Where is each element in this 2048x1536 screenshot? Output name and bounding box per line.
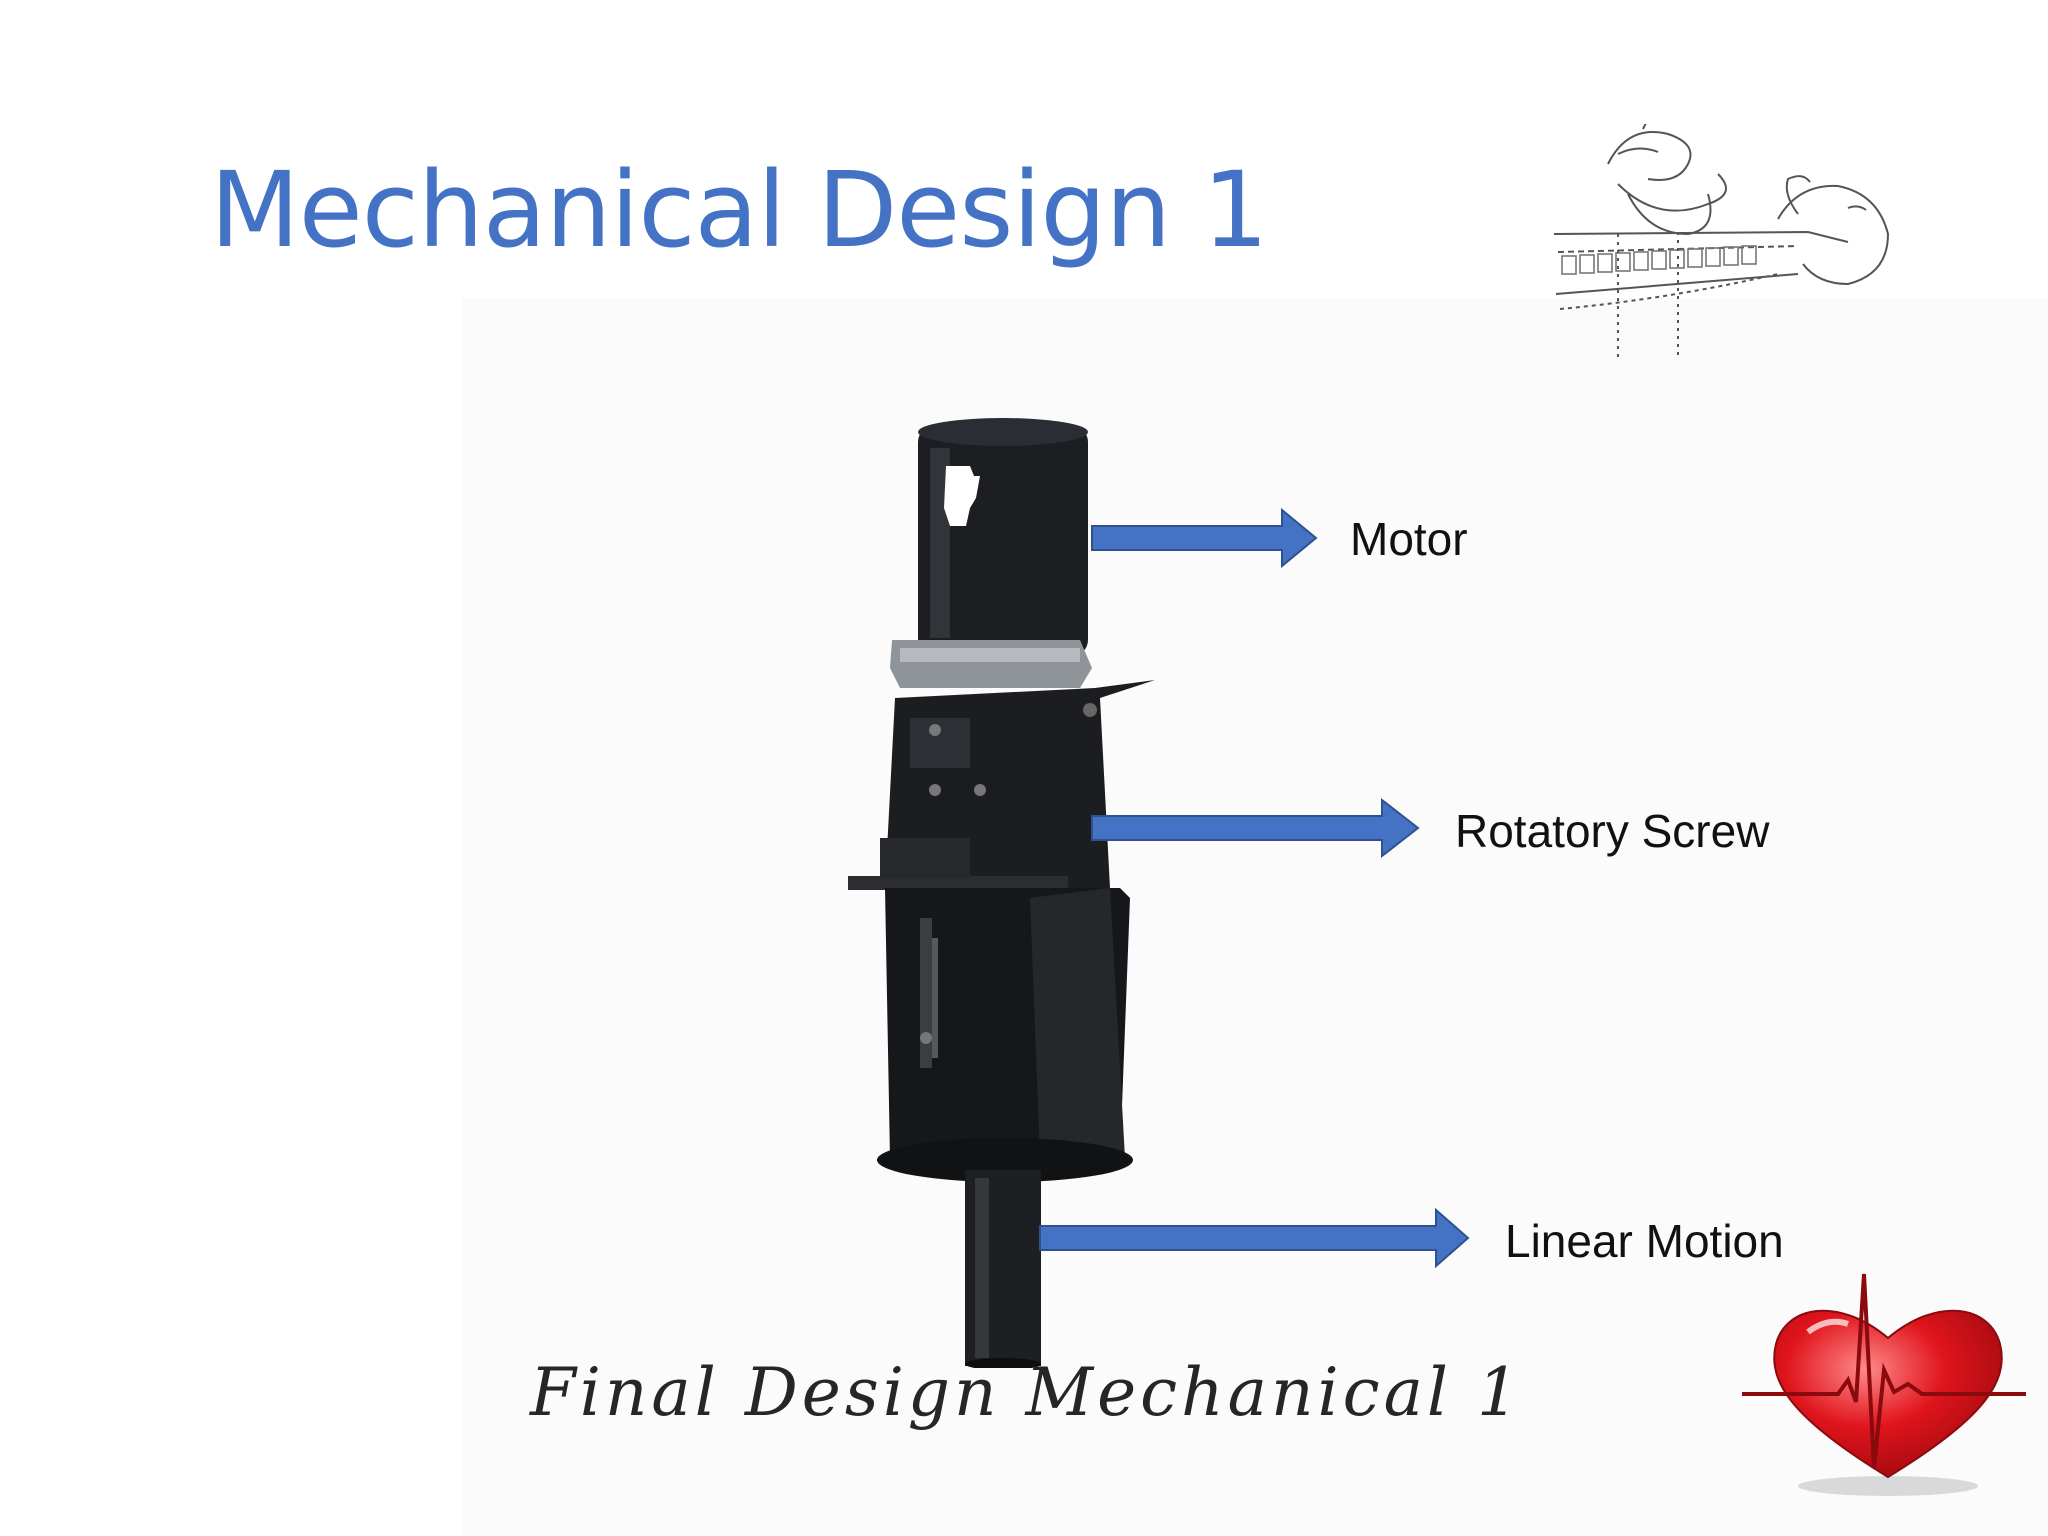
motor-arrow	[1091, 507, 1318, 569]
heart-ecg-logo	[1742, 1273, 2026, 1496]
rotatory-screw-label: Rotatory Screw	[1455, 805, 1770, 857]
device-photo	[848, 418, 1155, 1368]
cpr-illustration	[1553, 124, 1890, 360]
rotatory-screw-arrow	[1091, 797, 1420, 859]
photo-caption: Final Design Mechanical 1	[530, 1354, 1523, 1431]
motor-label: Motor	[1350, 513, 1468, 565]
linear-motion-label: Linear Motion	[1505, 1215, 1784, 1267]
linear-motion-arrow	[1039, 1207, 1470, 1269]
slide-title: Mechanical Design 1	[210, 149, 1269, 271]
